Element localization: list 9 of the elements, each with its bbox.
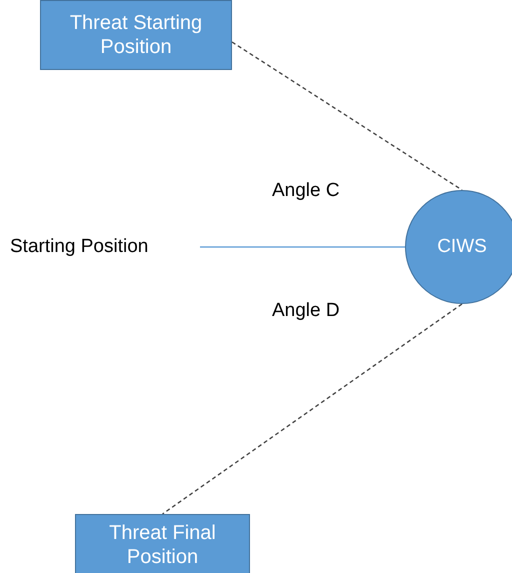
angle-label: Angle C xyxy=(272,180,340,202)
dashed-line xyxy=(162,303,462,515)
angle-label: Angle D xyxy=(272,300,340,322)
threat-start-box: Threat Starting Position xyxy=(40,0,232,70)
threat-final-box: Threat Final Position xyxy=(75,514,250,573)
connector-line xyxy=(200,246,405,248)
ciws-circle: CIWS xyxy=(405,190,512,304)
starting-position-label: Starting Position xyxy=(10,232,200,262)
dashed-line xyxy=(232,41,462,191)
